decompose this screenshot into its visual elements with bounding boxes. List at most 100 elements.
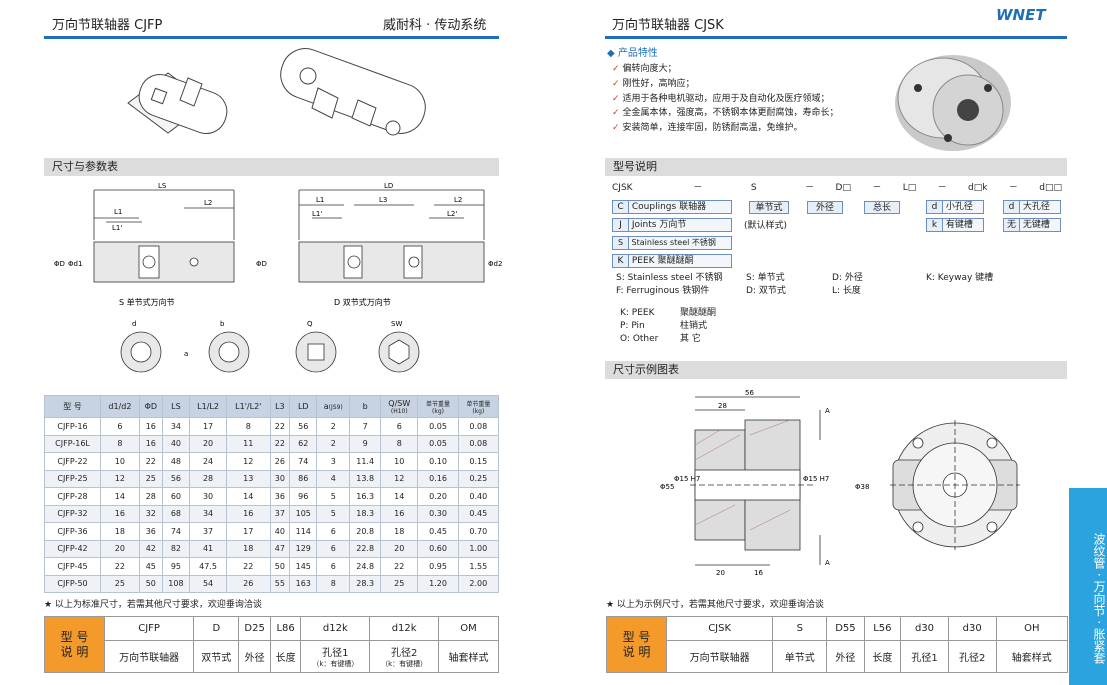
- table-cell: 18.3: [349, 504, 382, 523]
- model-code-sep: －: [1008, 183, 1018, 193]
- left-section-header: 尺寸与参数表: [44, 158, 499, 176]
- table-cell: 24.8: [349, 557, 382, 576]
- feature-item: ✓刚性好，高响应；: [612, 78, 695, 89]
- model-code-sep: －: [937, 183, 947, 193]
- table-cell: 0.20: [417, 487, 459, 506]
- model-desc-5: 孔径2: [947, 640, 997, 673]
- section-label-Q: Q: [307, 320, 313, 328]
- table-cell: 45: [138, 557, 163, 576]
- table-cell: 30: [189, 487, 228, 506]
- dim-phi15-right: Φ15 H7: [803, 475, 829, 483]
- table-cell: 12: [100, 469, 140, 488]
- material-row-S: S Stainless steel 不锈钢: [612, 236, 732, 250]
- legend-col-4: K: Keyway 键槽: [926, 273, 994, 283]
- table-cell: 54: [189, 574, 228, 593]
- table-cell: 8: [316, 574, 351, 593]
- single-joint-caption: S 单节式万向节: [119, 297, 175, 307]
- table-cell: 0.40: [457, 487, 500, 506]
- tag-small-bore: d 小孔径: [926, 200, 984, 214]
- section-label-a: a: [184, 350, 188, 358]
- model-code-0: CJFP: [103, 616, 195, 641]
- table-cell: 2.00: [457, 574, 500, 593]
- cjsk-product-photo: [895, 55, 1011, 151]
- table-cell: 34: [189, 504, 228, 523]
- table-cell: 50: [269, 557, 291, 576]
- dim-56: 56: [745, 389, 754, 397]
- right-model-explanation-table: 型 号 说 明 CJSK S D55 L56 d30 d30 OH 万向节联轴器…: [606, 616, 1069, 673]
- table-cell: 18: [100, 522, 140, 541]
- model-code-sep: －: [805, 183, 815, 193]
- model-code-0: CJSK: [665, 616, 774, 641]
- table-cell: 47.5: [189, 557, 228, 576]
- table-cell: 74: [289, 452, 318, 471]
- left-page-title: 万向节联轴器 CJFP: [52, 18, 163, 33]
- section-mark-a-bottom: A: [825, 559, 830, 567]
- table-cell: 60: [161, 487, 191, 506]
- tag-keyway: k 有键槽: [926, 218, 984, 232]
- model-code-2: D25: [238, 616, 271, 641]
- dim-L1: L1: [114, 208, 122, 216]
- table-cell: 8: [226, 417, 271, 436]
- dim-LD: LD: [384, 182, 393, 190]
- table-cell: 25: [138, 469, 163, 488]
- table-cell: 20.8: [349, 522, 382, 541]
- check-icon: ✓: [612, 108, 620, 119]
- left-model-explanation-table: 型 号 说 明 CJFP D D25 L86 d12k d12k OM 万向节联…: [44, 616, 499, 673]
- table-cell: 18: [380, 522, 419, 541]
- table-cell: 22: [269, 417, 291, 436]
- table-cell: 4: [316, 469, 351, 488]
- th-d1d2: d1/d2: [100, 395, 140, 418]
- model-desc-6: 轴套样式: [438, 640, 499, 673]
- table-cell: 0.60: [417, 539, 459, 558]
- table-cell: 82: [161, 539, 191, 558]
- model-code-6: OM: [438, 616, 499, 641]
- table-cell: 13.8: [349, 469, 382, 488]
- right-title-bar: [605, 36, 1067, 39]
- section-mark-a-top: A: [825, 407, 830, 415]
- table-cell: CJFP-42: [44, 539, 101, 558]
- dim-L3: L3: [379, 196, 387, 204]
- table-cell: 12: [380, 469, 419, 488]
- table-cell: 32: [138, 504, 163, 523]
- table-cell: 20: [380, 539, 419, 558]
- model-code-bore1: d□k: [968, 183, 988, 193]
- table-cell: 55: [269, 574, 291, 593]
- features-list: ✓偏转向度大； ✓刚性好，高响应； ✓适用于各种电机驱动，应用于及自动化及医疗领…: [612, 62, 839, 136]
- cjfp-dimension-drawings: LS L1 L2 L1' ΦD Φd1 S 单节式万向节 LD L1 L3 L2…: [54, 182, 502, 373]
- model-code-2: D55: [826, 616, 865, 641]
- table-cell: 28.3: [349, 574, 382, 593]
- left-note: ★ 以上为标准尺寸，若需其他尺寸要求，欢迎垂询洽谈: [44, 600, 262, 610]
- table-cell: 108: [161, 574, 191, 593]
- model-code-3: L56: [863, 616, 902, 641]
- table-cell: 1.55: [457, 557, 500, 576]
- dim-phid1: Φd1: [68, 260, 82, 268]
- table-cell: 37: [269, 504, 291, 523]
- dim-L2-prime: L2': [447, 210, 457, 218]
- table-cell: 0.30: [417, 504, 459, 523]
- table-cell: 9: [349, 434, 382, 453]
- dim-L2: L2: [204, 199, 212, 207]
- table-cell: 40: [161, 434, 191, 453]
- section-label-d: d: [132, 320, 136, 328]
- table-cell: 96: [289, 487, 318, 506]
- dim-28: 28: [718, 402, 727, 410]
- table-cell: 16: [226, 504, 271, 523]
- tag-default: (默认样式): [744, 221, 788, 231]
- th-a: a(JS9): [316, 395, 351, 418]
- cjfp-parameter-table: 型 号 d1/d2 ΦD LS L1/L2 L1'/L2' L3 LD a(JS…: [44, 395, 500, 593]
- th-LD: LD: [289, 395, 318, 418]
- model-code-4: d12k: [300, 616, 371, 641]
- table-cell: 22: [269, 434, 291, 453]
- table-cell: 10: [100, 452, 140, 471]
- side-category-tab[interactable]: 波纹管 · 万向节 · 胀紧套: [1069, 488, 1107, 685]
- table-cell: 28: [138, 487, 163, 506]
- material-row-J: J Joints 万向节: [612, 218, 732, 232]
